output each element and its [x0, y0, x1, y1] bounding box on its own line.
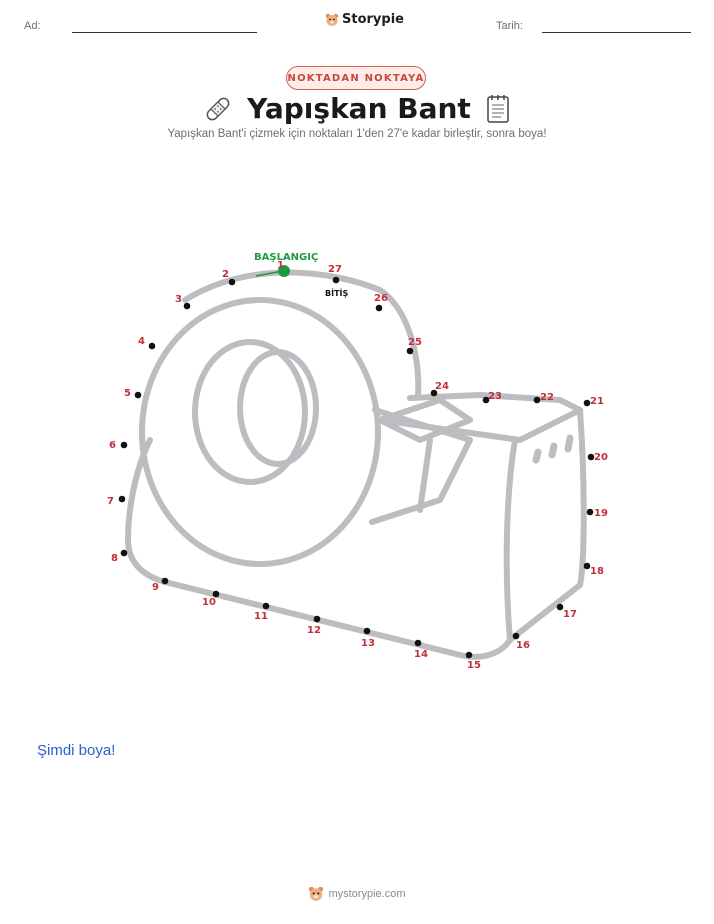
dot-12: [313, 615, 321, 623]
dot-number-9: 9: [152, 582, 159, 593]
dot-9: [161, 577, 169, 585]
dot-number-5: 5: [124, 388, 131, 399]
dot-23: [482, 396, 490, 404]
dot-4: [148, 342, 156, 350]
dot-number-1: 1: [277, 260, 284, 271]
dot-6: [120, 441, 128, 449]
dot-number-20: 20: [594, 452, 608, 463]
dot-2: [228, 278, 236, 286]
dot-number-6: 6: [109, 440, 116, 451]
dot-number-17: 17: [563, 609, 577, 620]
date-line: [542, 32, 691, 33]
dot-number-11: 11: [254, 611, 268, 622]
dot-number-25: 25: [408, 337, 422, 348]
tape-dispenser-outline: [125, 269, 587, 660]
dot-20: [587, 453, 595, 461]
footer-url: mystorypie.com: [328, 888, 406, 900]
dot-number-27: 27: [328, 264, 342, 275]
color-prompt: Şimdi boya!: [37, 742, 116, 759]
activity-badge: NOKTADAN NOKTAYA: [286, 66, 426, 90]
dot-17: [556, 603, 564, 611]
dot-number-18: 18: [590, 566, 604, 577]
dot-14: [414, 639, 422, 647]
date-label: Tarih:: [496, 20, 523, 32]
brand-name: Storypie: [342, 12, 404, 27]
bear-icon: [309, 886, 324, 901]
dot-3: [183, 302, 191, 310]
dot-number-21: 21: [590, 396, 604, 407]
dot-number-14: 14: [414, 649, 428, 660]
dot-21: [583, 399, 591, 407]
end-label: BİTİŞ: [325, 288, 349, 298]
instructions: Yapışkan Bant'i çizmek için noktaları 1'…: [167, 128, 547, 140]
dot-number-10: 10: [202, 597, 216, 608]
bandage-icon: [206, 97, 230, 120]
dot-number-23: 23: [488, 391, 502, 402]
dot-number-16: 16: [516, 640, 530, 651]
dot-number-2: 2: [222, 269, 229, 280]
dot-number-12: 12: [307, 625, 321, 636]
dot-25: [406, 347, 414, 355]
dot-13: [363, 627, 371, 635]
dot-1: [278, 265, 290, 277]
dot-group: 1234567891011121314151617181920212223242…: [107, 260, 608, 671]
dot-number-19: 19: [594, 508, 608, 519]
footer: mystorypie.com: [0, 886, 714, 902]
dot-7: [118, 495, 126, 503]
dot-number-24: 24: [435, 381, 449, 392]
dot-number-4: 4: [138, 336, 145, 347]
dot-number-26: 26: [374, 293, 388, 304]
name-line: [72, 32, 257, 33]
dot-number-8: 8: [111, 553, 118, 564]
notepad-icon: [487, 94, 509, 123]
dot-number-15: 15: [467, 660, 481, 671]
dot-27: [332, 276, 340, 284]
dot-22: [533, 396, 541, 404]
bear-icon: [325, 13, 339, 26]
dot-19: [586, 508, 594, 516]
dot-5: [134, 391, 142, 399]
dot-number-22: 22: [540, 392, 554, 403]
dot-26: [375, 304, 383, 312]
dot-number-7: 7: [107, 496, 114, 507]
name-label: Ad:: [24, 20, 41, 32]
brand-logo: Storypie: [325, 12, 404, 27]
page-title: Yapışkan Bant: [247, 92, 471, 125]
dot-18: [583, 562, 591, 570]
start-label: BAŞLANGIÇ: [254, 252, 318, 263]
dot-16: [512, 632, 520, 640]
dot-number-13: 13: [361, 638, 375, 649]
dot-15: [465, 651, 473, 659]
dot-8: [120, 549, 128, 557]
dot-11: [262, 602, 270, 610]
dot-10: [212, 590, 220, 598]
dot-number-3: 3: [175, 294, 182, 305]
dot-24: [430, 389, 438, 397]
title-row: Yapışkan Bant: [0, 92, 714, 125]
